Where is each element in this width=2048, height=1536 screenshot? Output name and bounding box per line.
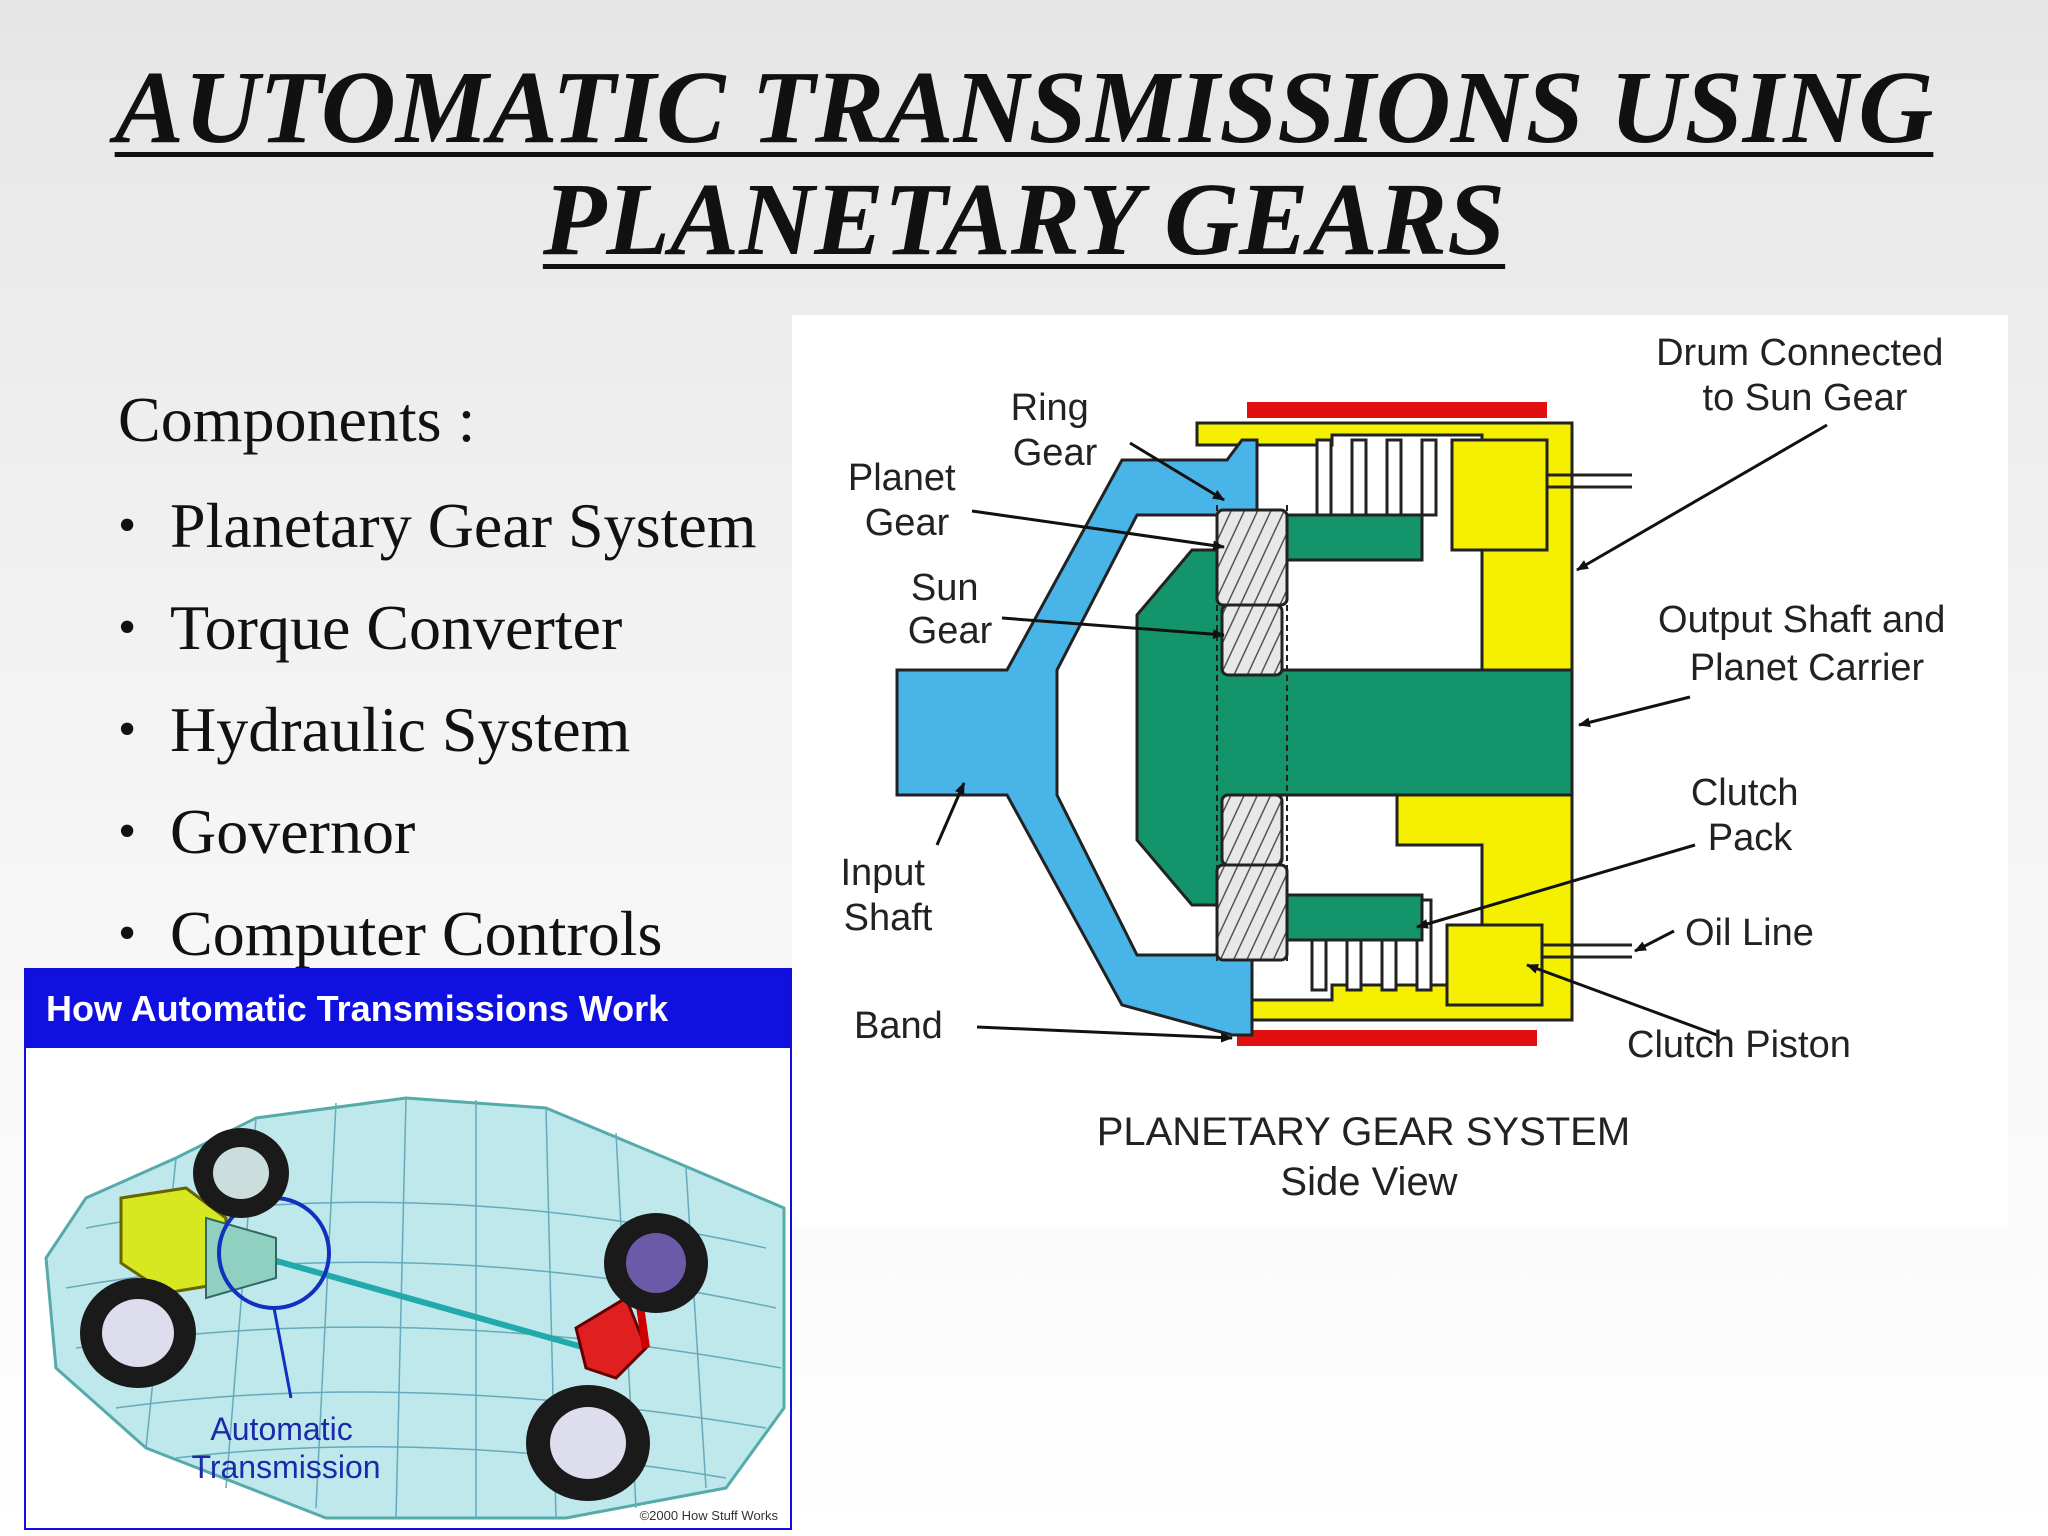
list-item: • Planetary Gear System (118, 475, 818, 577)
component-label: Computer Controls (170, 898, 663, 969)
bullet-icon: • (118, 701, 137, 758)
bullet-icon: • (118, 905, 137, 962)
drive-shaft (265, 1255, 587, 1351)
diagram-caption: PLANETARY GEAR SYSTEM Side View (1097, 1110, 1642, 1204)
how-panel-header: How Automatic Transmissions Work (26, 970, 790, 1048)
band-bottom (1237, 1030, 1537, 1046)
band-top (1247, 402, 1547, 418)
component-label: Torque Converter (170, 592, 623, 663)
hub-icon (213, 1147, 269, 1199)
component-label: Governor (170, 796, 416, 867)
planet-gear-bottom (1215, 863, 1289, 962)
slide-title: AUTOMATIC TRANSMISSIONS USING PLANETARY … (0, 52, 2048, 276)
ring-gear-label: Ring Gear (1011, 387, 1100, 474)
list-item: • Governor (118, 781, 818, 883)
oil-line-label: Oil Line (1685, 912, 1814, 954)
clutch-plates-top (1315, 438, 1438, 517)
slide-title-line-2: PLANETARY GEARS (542, 162, 1506, 277)
sun-gear-label: Sun Gear (908, 567, 993, 652)
planet-gear-label: Planet Gear (848, 457, 966, 544)
components-list: Components : • Planetary Gear System • Tor… (118, 375, 818, 985)
component-label: Hydraulic System (170, 694, 631, 765)
sun-gear-top (1220, 603, 1284, 677)
hub-icon (102, 1299, 174, 1367)
sun-gear-bottom (1220, 793, 1284, 867)
input-shaft-label: Input Shaft (840, 852, 935, 939)
planetary-gear-svg: Ring Gear Planet Gear Sun Gear Input Sha… (840, 332, 1956, 1204)
clutch-piston-top (1450, 438, 1549, 552)
bullet-icon: • (118, 803, 137, 860)
clutch-pack-label: Clutch Pack (1691, 772, 1809, 859)
copyright-note: ©2000 How Stuff Works (640, 1508, 779, 1523)
clutch-piston-label: Clutch Piston (1627, 1024, 1851, 1066)
hub-icon (626, 1233, 686, 1293)
planet-gear-top (1215, 508, 1289, 607)
components-bullets: • Planetary Gear System • Torque Converter… (118, 475, 818, 985)
component-label: Planetary Gear System (170, 490, 757, 561)
list-item: • Torque Converter (118, 577, 818, 679)
how-transmissions-work-panel: How Automatic Transmissions Work (24, 968, 792, 1530)
bullet-icon: • (118, 497, 137, 554)
transmission-pointer (272, 1307, 293, 1399)
oil-lines (1542, 473, 1632, 959)
planetary-gear-diagram: Ring Gear Planet Gear Sun Gear Input Sha… (792, 315, 2008, 1228)
output-shaft-label: Output Shaft and Planet Carrier (1658, 599, 1956, 689)
leader-arrows (935, 423, 1828, 1043)
drum-label: Drum Connected to Sun Gear (1656, 332, 1954, 419)
components-heading: Components : (118, 384, 476, 455)
band-label: Band (854, 1005, 943, 1047)
hub-icon (550, 1407, 626, 1479)
automatic-transmission-label: Automatic Transmission (191, 1411, 380, 1485)
bullet-icon: • (118, 599, 137, 656)
list-item: • Hydraulic System (118, 679, 818, 781)
car-illustration: Automatic Transmission ©2000 How Stuff W… (44, 1096, 786, 1523)
rear-differential (574, 1295, 648, 1380)
wheels (80, 1128, 708, 1501)
slide-title-line-1: AUTOMATIC TRANSMISSIONS USING (114, 50, 1934, 165)
list-item: • Computer Controls (118, 883, 818, 985)
